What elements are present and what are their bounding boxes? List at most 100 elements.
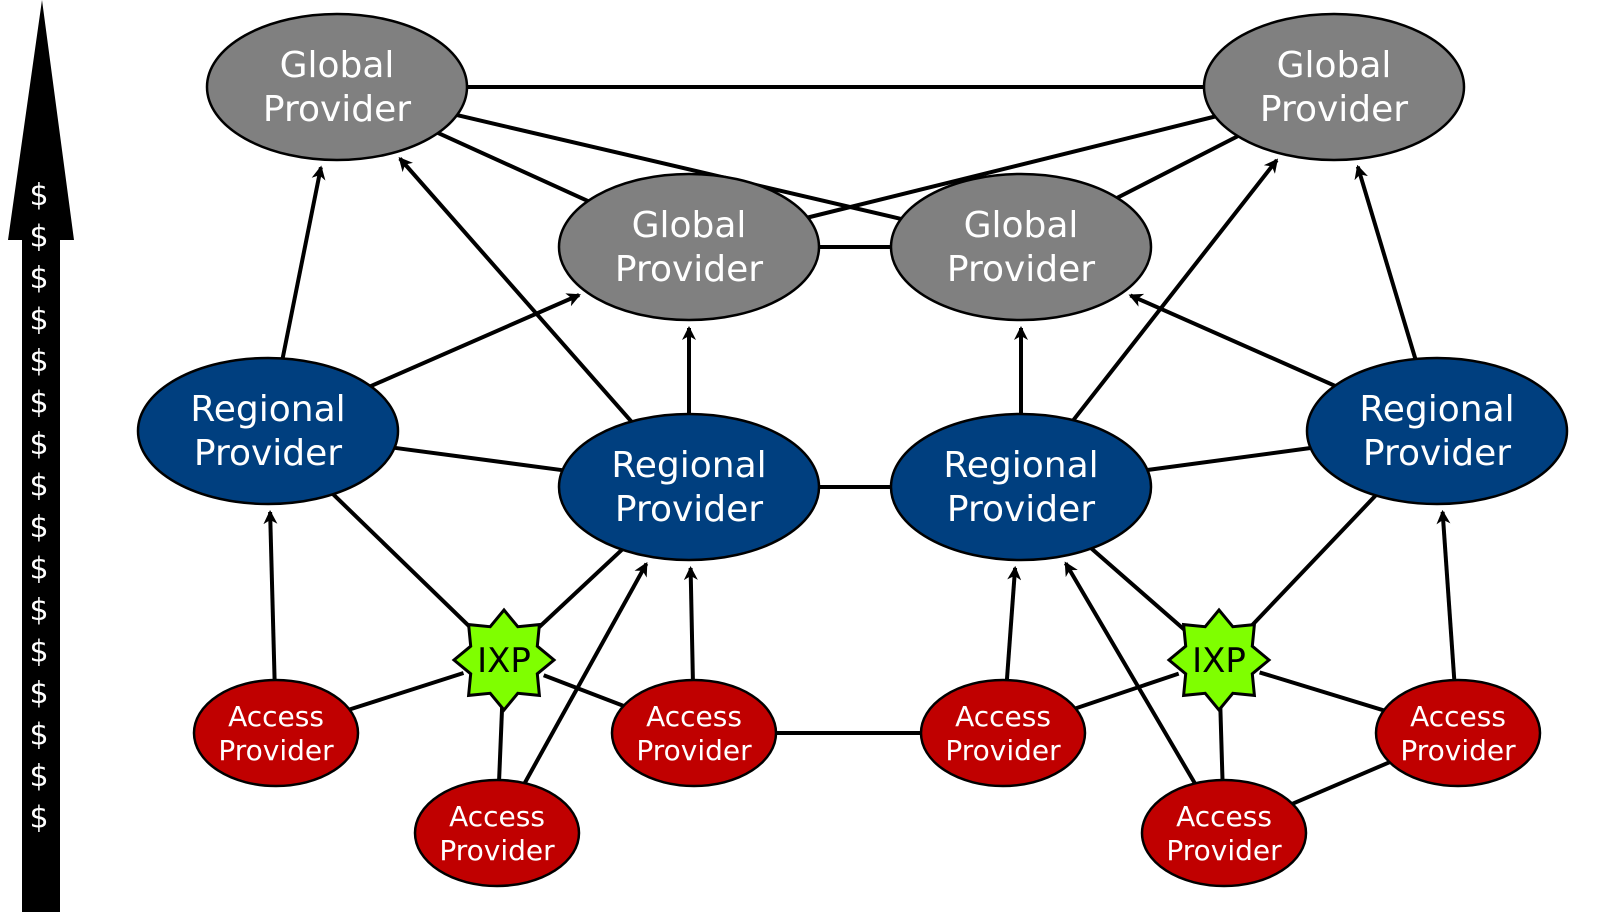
access-provider-label: Access bbox=[228, 700, 324, 733]
dollar-sign: $ bbox=[29, 220, 48, 255]
regional-provider-label: Provider bbox=[1363, 433, 1511, 474]
dollar-sign: $ bbox=[29, 718, 48, 753]
regional-provider-ellipse bbox=[1305, 356, 1569, 506]
global-provider-label: Provider bbox=[947, 249, 1095, 290]
regional-provider-label: Provider bbox=[194, 433, 342, 474]
access-provider-ellipse bbox=[610, 678, 778, 788]
regional-provider-label: Provider bbox=[947, 489, 1095, 530]
transit-link bbox=[522, 561, 649, 785]
peering-link bbox=[348, 671, 465, 712]
access-provider-ellipse bbox=[919, 678, 1087, 788]
access-provider-label: Access bbox=[1176, 800, 1272, 833]
dollar-sign: $ bbox=[29, 759, 48, 794]
dollar-sign: $ bbox=[29, 469, 48, 504]
peering-link bbox=[1218, 702, 1225, 781]
global-provider-label: Global bbox=[632, 205, 747, 246]
transit-link bbox=[398, 156, 633, 423]
peering-link bbox=[1291, 760, 1391, 806]
regional-provider-label: Regional bbox=[1359, 389, 1514, 430]
global-provider-label: Global bbox=[964, 205, 1079, 246]
access-provider-ellipse bbox=[1374, 678, 1542, 788]
transit-link bbox=[1063, 561, 1197, 785]
peering-link bbox=[1089, 546, 1189, 634]
access-provider-label: Provider bbox=[945, 734, 1061, 767]
access-provider-ellipse bbox=[192, 678, 360, 788]
peering-link bbox=[437, 131, 589, 203]
peering-link bbox=[497, 702, 505, 781]
cost-arrow: $$$$$$$$$$$$$$$$ bbox=[8, 0, 74, 912]
global-provider-ellipse bbox=[557, 172, 821, 322]
access-provider-label: Access bbox=[646, 700, 742, 733]
peering-link bbox=[456, 113, 902, 221]
transit-link bbox=[683, 566, 698, 681]
global-provider-label: Provider bbox=[615, 249, 763, 290]
node-layer: GlobalProviderGlobalProviderGlobalProvid… bbox=[136, 12, 1569, 888]
global-provider-label: Global bbox=[1277, 45, 1392, 86]
peering-link bbox=[1259, 670, 1385, 713]
ixp-star-icon bbox=[1166, 607, 1272, 713]
transit-link bbox=[263, 510, 278, 681]
up-arrow-icon bbox=[8, 0, 74, 912]
access-provider-label: Provider bbox=[636, 734, 752, 767]
access-provider-label: Access bbox=[1410, 700, 1506, 733]
ixp-label: IXP bbox=[477, 641, 531, 681]
global-provider-label: Global bbox=[280, 45, 395, 86]
access-provider-label: Provider bbox=[439, 834, 555, 867]
peering-link bbox=[394, 445, 563, 473]
access-provider-ellipse bbox=[1140, 778, 1308, 888]
dollar-sign: $ bbox=[29, 635, 48, 670]
ixp-star-icon bbox=[451, 607, 557, 713]
transit-link bbox=[1128, 293, 1336, 388]
ixp-label: IXP bbox=[1192, 641, 1246, 681]
peering-link bbox=[807, 114, 1216, 220]
regional-provider-ellipse bbox=[889, 412, 1153, 562]
dollar-sign: $ bbox=[29, 261, 48, 296]
dollar-signs: $$$$$$$$$$$$$$$$ bbox=[29, 178, 48, 836]
link-layer bbox=[263, 85, 1457, 806]
dollar-sign: $ bbox=[29, 178, 48, 213]
dollar-sign: $ bbox=[29, 427, 48, 462]
access-provider-label: Provider bbox=[218, 734, 334, 767]
global-provider-ellipse bbox=[1202, 12, 1466, 162]
transit-link bbox=[1071, 158, 1279, 422]
dollar-sign: $ bbox=[29, 676, 48, 711]
access-provider-label: Provider bbox=[1166, 834, 1282, 867]
dollar-sign: $ bbox=[29, 510, 48, 545]
ixp-provider-node: IXP bbox=[1166, 607, 1272, 713]
global-provider-label: Provider bbox=[263, 89, 411, 130]
dollar-sign: $ bbox=[29, 344, 48, 379]
access-provider-label: Access bbox=[955, 700, 1051, 733]
peering-link bbox=[533, 548, 624, 633]
transit-link bbox=[1354, 164, 1418, 360]
regional-provider-label: Regional bbox=[190, 389, 345, 430]
regional-provider-label: Regional bbox=[611, 445, 766, 486]
global-provider-label: Provider bbox=[1260, 89, 1408, 130]
global-provider-ellipse bbox=[205, 12, 469, 162]
dollar-sign: $ bbox=[29, 303, 48, 338]
dollar-sign: $ bbox=[29, 552, 48, 587]
regional-provider-label: Provider bbox=[615, 489, 763, 530]
transit-link bbox=[280, 165, 326, 359]
access-provider-label: Provider bbox=[1400, 734, 1516, 767]
regional-provider-label: Regional bbox=[943, 445, 1098, 486]
dollar-sign: $ bbox=[29, 386, 48, 421]
access-provider-label: Access bbox=[449, 800, 545, 833]
transit-link bbox=[1436, 509, 1457, 681]
dollar-sign: $ bbox=[29, 593, 48, 628]
transit-link bbox=[1004, 565, 1022, 681]
regional-provider-ellipse bbox=[557, 412, 821, 562]
peering-link bbox=[542, 673, 625, 708]
global-provider-ellipse bbox=[889, 172, 1153, 322]
